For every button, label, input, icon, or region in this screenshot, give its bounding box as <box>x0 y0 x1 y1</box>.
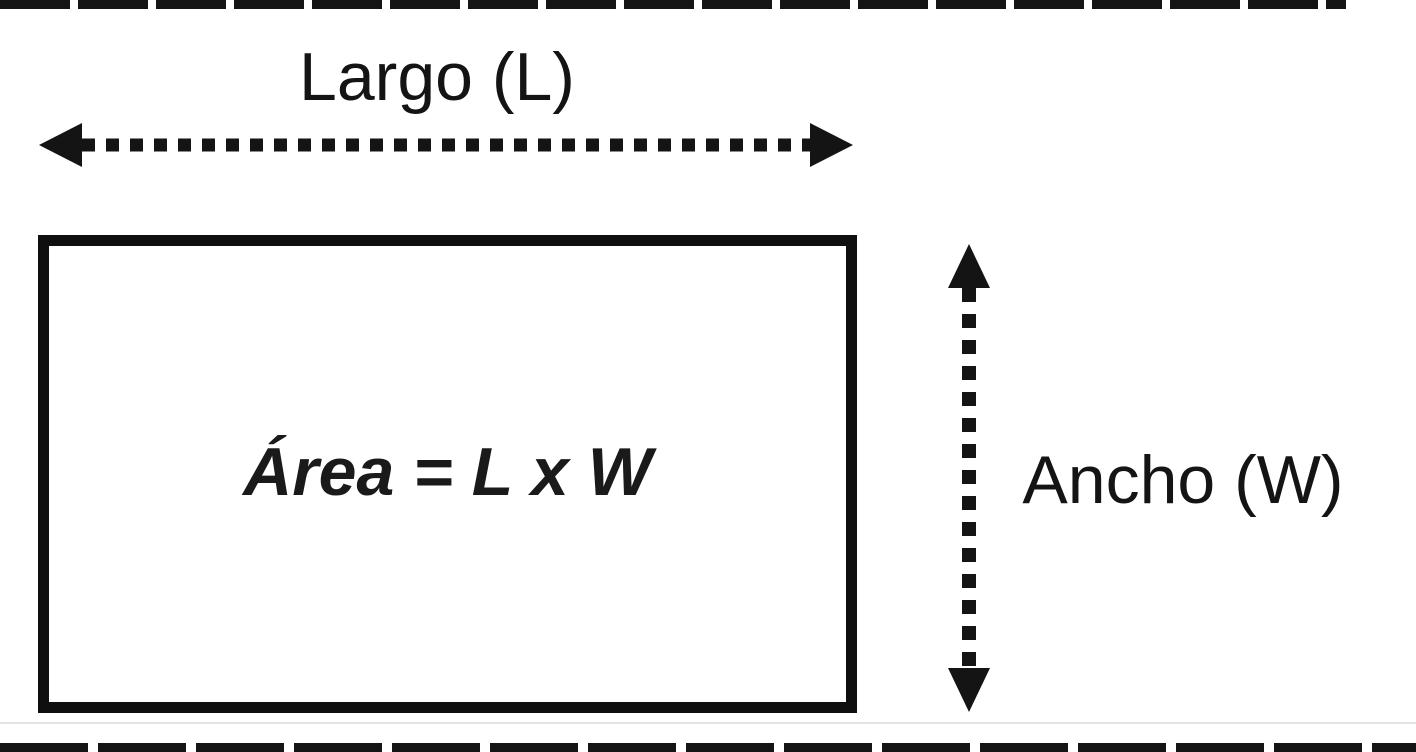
arrowhead-down-icon <box>948 668 990 712</box>
arrowhead-left-icon <box>39 123 82 167</box>
top-edge-cropped-dashes <box>0 0 1346 9</box>
area-formula: Área = L x W <box>243 434 652 510</box>
bottom-edge-cropped-dashes <box>0 743 1416 752</box>
arrowhead-right-icon <box>810 123 853 167</box>
faint-horizontal-line <box>0 722 1416 724</box>
arrowhead-up-icon <box>948 244 990 288</box>
rectangle-shape: Área = L x W <box>38 235 857 713</box>
length-label: Largo (L) <box>299 39 575 115</box>
length-dimension-arrow-icon <box>39 123 853 167</box>
width-label: Ancho (W) <box>1022 442 1344 518</box>
width-dimension-arrow-icon <box>948 244 990 712</box>
